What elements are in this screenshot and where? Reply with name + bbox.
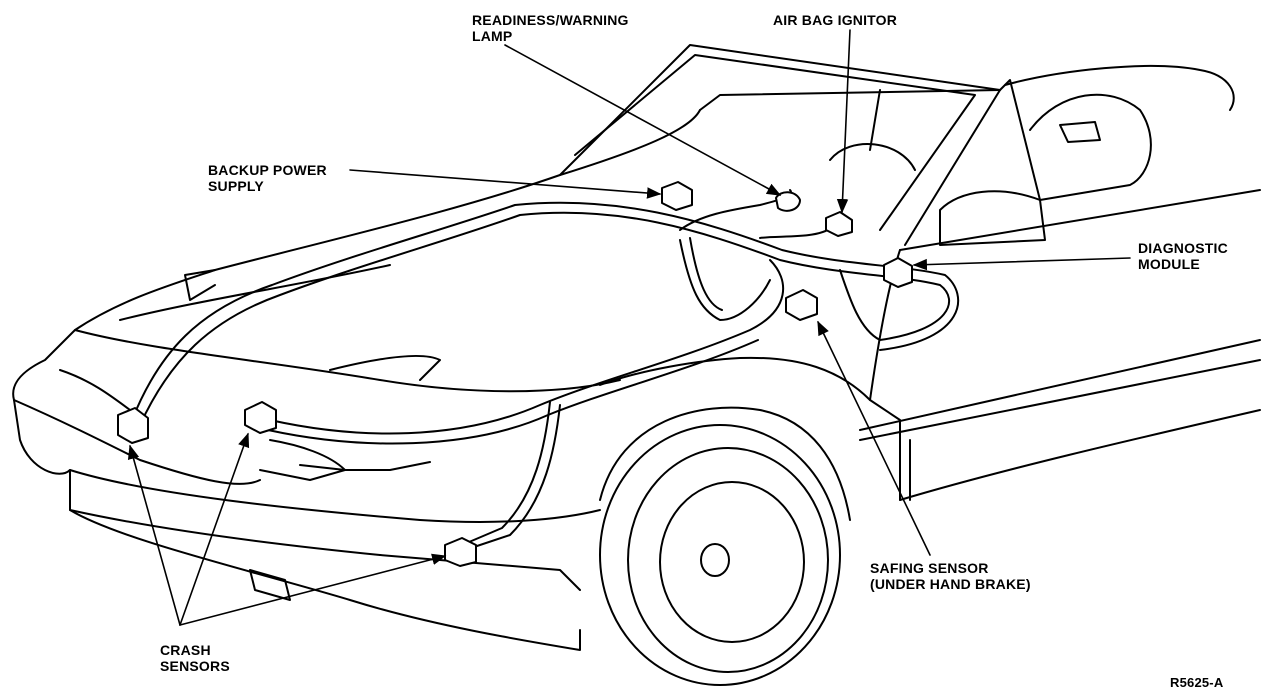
front-wheel: [599, 406, 851, 686]
backup-power-supply-label: BACKUP POWER SUPPLY: [208, 162, 327, 194]
crash-sensor-left: [117, 407, 149, 444]
safing-sensor-label: SAFING SENSOR (UNDER HAND BRAKE): [870, 560, 1031, 592]
diagnostic-module-label: DIAGNOSTIC MODULE: [1138, 240, 1228, 272]
car-body: [12, 44, 1261, 651]
figure-code: R5625-A: [1170, 675, 1224, 690]
crash-sensors-label: CRASH SENSORS: [160, 642, 230, 674]
safing-sensor-box: [785, 289, 818, 321]
backup-power-box: [661, 181, 693, 211]
air-bag-ignitor-label: AIR BAG IGNITOR: [773, 12, 898, 28]
readiness-warning-lamp-label: READINESS/WARNING LAMP: [472, 12, 629, 44]
wiring-harness: [131, 189, 960, 551]
leader-arrows: [127, 29, 1131, 626]
diagnostic-module-box: [883, 257, 913, 288]
components: [117, 181, 913, 567]
air-bag-ignitor-box: [825, 211, 853, 237]
crash-sensor-center: [244, 401, 277, 434]
crash-sensor-lower: [444, 537, 477, 567]
readiness-lamp-body: [775, 191, 801, 212]
